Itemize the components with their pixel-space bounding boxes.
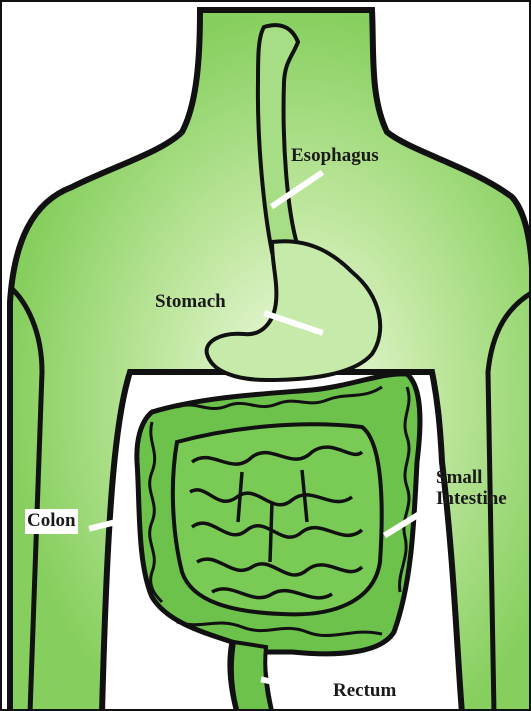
colon-label: Colon (25, 509, 78, 534)
small-intestine-label-line2: Intestine (436, 489, 531, 510)
esophagus-label: Esophagus (291, 146, 379, 167)
small-intestine-label-line1: Small (436, 468, 531, 489)
rectum-label: Rectum (333, 681, 396, 702)
rectum-pointer (264, 680, 330, 694)
stomach-label: Stomach (155, 292, 226, 313)
rectum-shape (232, 642, 272, 711)
small-intestine-label: Small Intestine (436, 468, 531, 510)
